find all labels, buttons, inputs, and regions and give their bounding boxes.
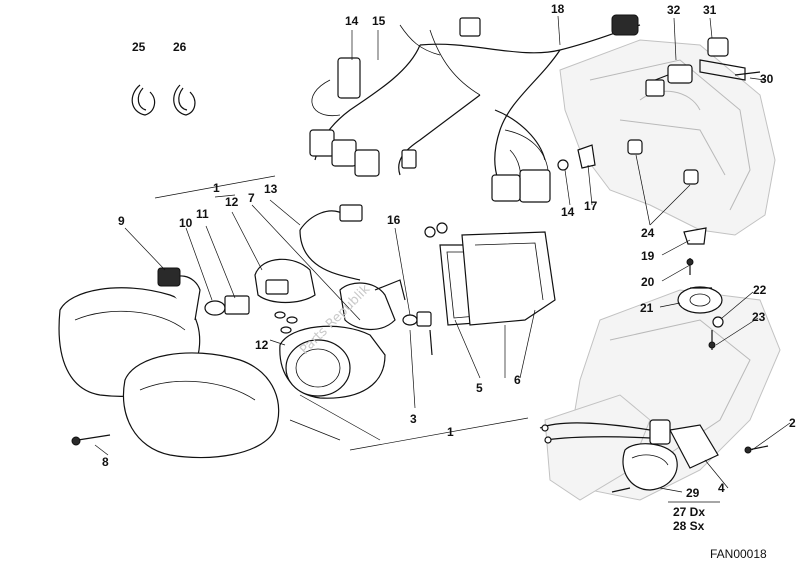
- label-1b: 1: [447, 425, 454, 439]
- callout-labels: 1 1 2 3 4 5 6 7 8 9 10 11 12 12 13 14 14…: [102, 2, 796, 533]
- projector-lamp: [279, 279, 432, 399]
- label-4: 4: [718, 481, 725, 495]
- label-14b: 14: [561, 205, 575, 219]
- label-28: 28 Sx: [673, 519, 705, 533]
- headlight-assembly: [58, 267, 280, 459]
- gasket-frame: [439, 231, 556, 326]
- label-11: 11: [196, 207, 209, 221]
- label-9: 9: [118, 214, 125, 228]
- clamp-26: [173, 84, 196, 116]
- label-17: 17: [584, 199, 598, 213]
- fairing-bracket-ghost: [544, 39, 781, 501]
- label-14a: 14: [345, 14, 359, 28]
- label-29: 29: [686, 486, 700, 500]
- clamp-25: [131, 84, 156, 116]
- label-31: 31: [703, 3, 717, 17]
- relay-and-bracket: [645, 37, 761, 97]
- label-30: 30: [760, 72, 774, 86]
- label-21: 21: [640, 301, 654, 315]
- label-1a: 1: [213, 181, 220, 195]
- label-16: 16: [387, 213, 401, 227]
- label-23: 23: [752, 310, 766, 324]
- label-26: 26: [173, 40, 187, 54]
- label-2: 2: [789, 416, 796, 430]
- label-15: 15: [372, 14, 386, 28]
- bulb-and-socket: [204, 258, 316, 334]
- screws: [71, 139, 707, 446]
- label-8: 8: [102, 455, 109, 469]
- label-13: 13: [264, 182, 278, 196]
- label-5: 5: [476, 381, 483, 395]
- label-18: 18: [551, 2, 565, 16]
- label-22: 22: [753, 283, 767, 297]
- label-19: 19: [641, 249, 655, 263]
- label-24: 24: [641, 226, 655, 240]
- label-32: 32: [667, 3, 681, 17]
- label-12a: 12: [225, 195, 239, 209]
- label-3: 3: [410, 412, 417, 426]
- label-25: 25: [132, 40, 146, 54]
- horn: [677, 286, 724, 350]
- label-12b: 12: [255, 338, 269, 352]
- label-20: 20: [641, 275, 655, 289]
- cable-13: [299, 204, 363, 281]
- label-6: 6: [514, 373, 521, 387]
- label-27: 27 Dx: [673, 505, 705, 519]
- diagram-code: FAN00018: [710, 547, 767, 561]
- leader-lines: [94, 15, 791, 503]
- label-10: 10: [179, 216, 193, 230]
- wiring-harness: [309, 14, 641, 203]
- turn-signal: [539, 419, 769, 493]
- label-7: 7: [248, 191, 255, 205]
